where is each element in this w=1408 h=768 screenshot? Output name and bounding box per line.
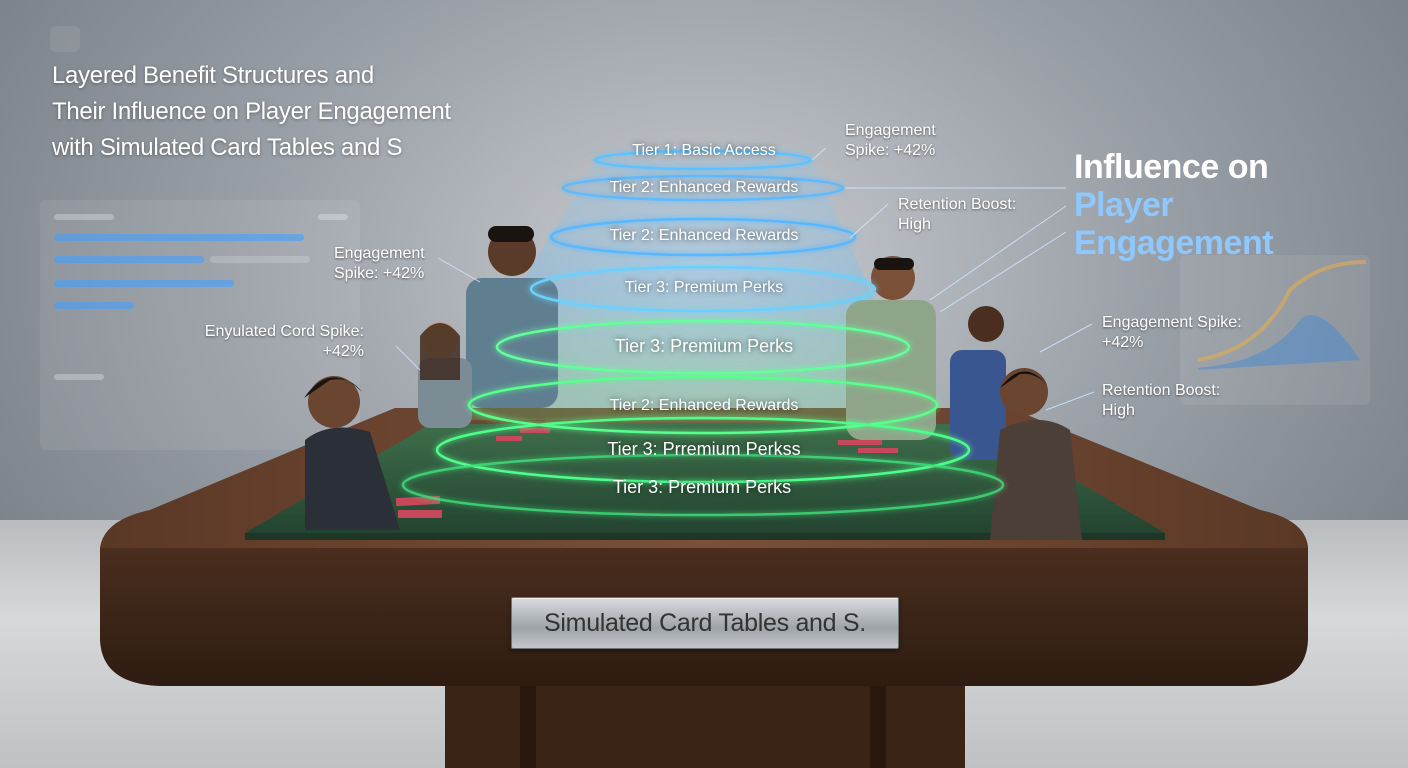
tier-label-6: Tier 2: Enhanced Rewards <box>609 397 799 414</box>
tier-label-4: Tier 3: Premium Perks <box>624 279 784 296</box>
person-standing-left <box>466 226 558 408</box>
tier-label-2: Tier 2: Enhanced Rewards <box>609 179 799 196</box>
headline-line-3: Engagement <box>1074 224 1274 262</box>
tier-label-8: Tier 3: Premium Perks <box>612 477 792 497</box>
annotation-engagement-left: Engagement Spike: +42% <box>334 245 425 282</box>
ring-4 <box>529 265 877 313</box>
annotation-retention-right: Retention Boost: High <box>1102 382 1221 419</box>
background-dashboard-right <box>1180 255 1370 405</box>
title-line-1: Layered Benefit Structures and <box>52 62 374 89</box>
headline-line-1: Influence on <box>1074 148 1269 186</box>
ring-1 <box>593 149 813 171</box>
annotation-retention-mid: Retention Boost: High <box>898 196 1017 233</box>
ring-6 <box>467 375 939 435</box>
person-seated-right <box>990 368 1082 540</box>
ring-2 <box>561 174 845 202</box>
ring-5 <box>495 319 911 375</box>
leader-lines <box>395 147 1095 411</box>
tier-label-7: Tier 3: Prremium Perkss <box>607 439 801 459</box>
headline: Influence on Player Engagement <box>1074 148 1374 262</box>
tier-label-1: Tier 1: Basic Access <box>632 142 776 159</box>
title-line-2: Their Influence on Player Engagement <box>52 98 451 125</box>
person-woman-right <box>950 306 1006 460</box>
tier-label-5: Tier 3: Premium Perks <box>614 336 794 356</box>
person-standing-right <box>846 256 936 440</box>
annotation-engagement-top: Engagement Spike: +42% <box>845 122 936 159</box>
headline-line-2: Player <box>1074 186 1174 224</box>
background-chart-curve <box>1197 260 1367 362</box>
annotation-emulated-left: Enyulated Cord Spike: +42% <box>204 323 364 360</box>
page-title: Layered Benefit Structures and Their Inf… <box>52 58 532 166</box>
tier-rings <box>401 149 1005 517</box>
ring-8 <box>401 453 1005 517</box>
ring-7 <box>435 416 971 484</box>
background-dashboard-left <box>40 200 360 450</box>
annotation-engagement-right: Engagement Spike: +42% <box>1102 314 1242 351</box>
table-plaque: Simulated Card Tables and S. <box>511 597 899 649</box>
ring-3 <box>549 217 857 257</box>
tier-label-3: Tier 2: Enhanced Rewards <box>609 227 799 244</box>
title-line-3: with Simulated Card Tables and S <box>52 134 403 161</box>
background-icon-topleft <box>50 26 80 52</box>
person-seated-left <box>304 376 400 530</box>
person-woman-left <box>418 322 472 428</box>
